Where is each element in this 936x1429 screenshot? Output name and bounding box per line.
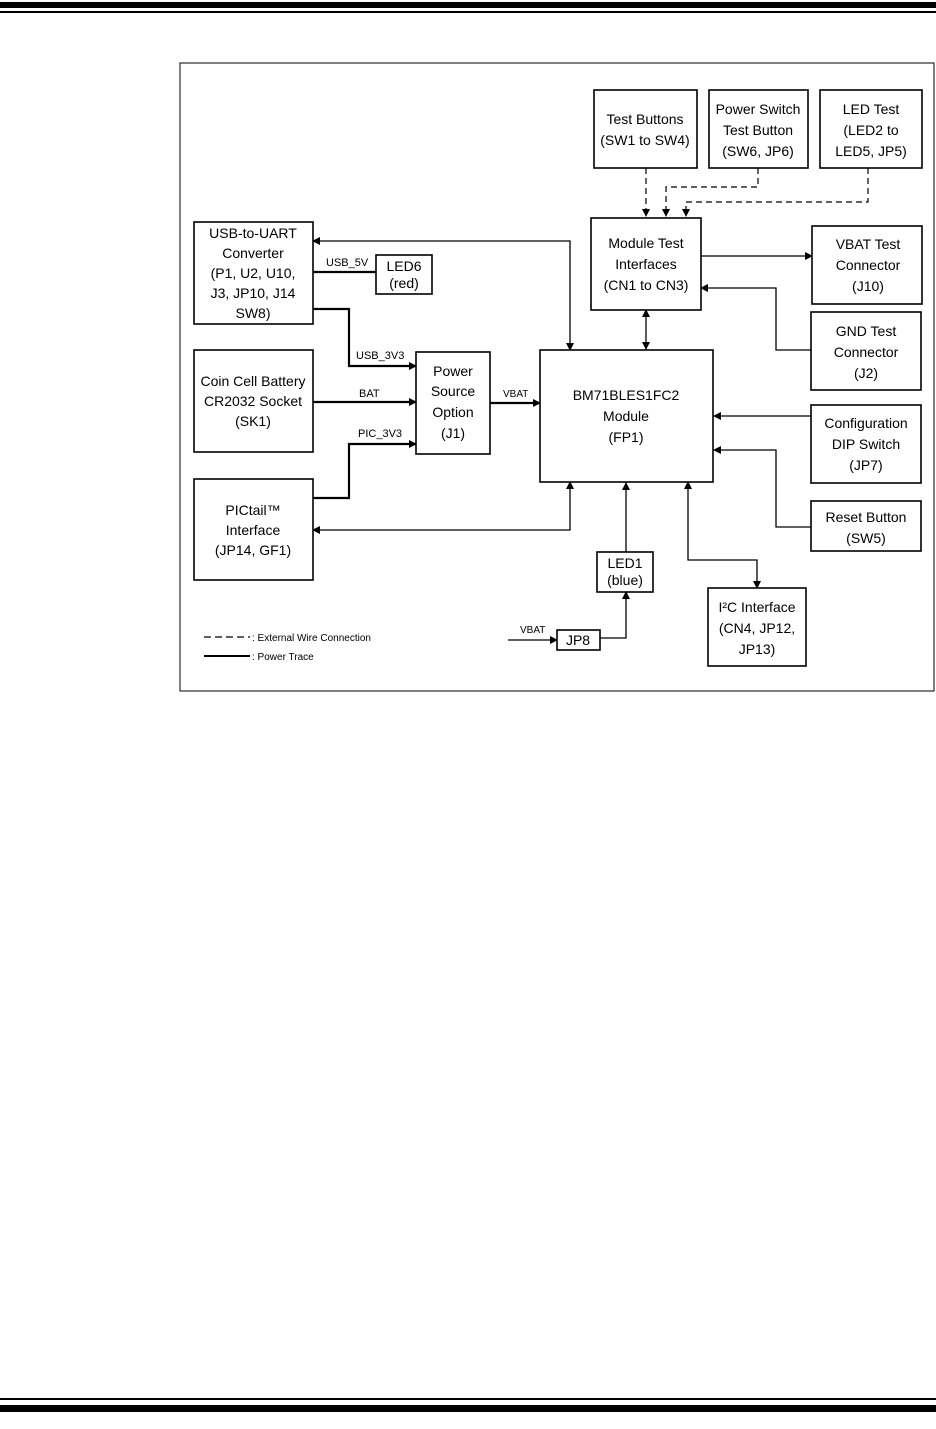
pictail-module-link bbox=[312, 481, 574, 534]
diagram-frame bbox=[179, 62, 935, 692]
legend-solid-label: : Power Trace bbox=[252, 652, 314, 663]
jp8-label: JP8 bbox=[566, 632, 590, 648]
usb-3v3-label: USB_3V3 bbox=[356, 350, 404, 362]
usb-uart-line-3: (P1, U2, U10, bbox=[211, 265, 296, 281]
coin-cell-line-3: (SK1) bbox=[235, 413, 271, 429]
coin-cell-block: Coin Cell Battery CR2032 Socket (SK1) bbox=[193, 349, 314, 453]
module-line-1: BM71BLES1FC2 bbox=[573, 387, 680, 403]
config-dip-line-3: (JP7) bbox=[849, 457, 882, 473]
module-i2c-link bbox=[684, 481, 761, 589]
pic-3v3-trace bbox=[313, 440, 417, 500]
power-switch-line-2: Test Button bbox=[723, 122, 793, 138]
module-line-3: (FP1) bbox=[609, 429, 644, 445]
usb-uart-line-1: USB-to-UART bbox=[209, 225, 297, 241]
usb-3v3-trace bbox=[313, 307, 417, 370]
led-test-line-3: LED5, JP5) bbox=[835, 143, 907, 159]
config-dip-line-2: DIP Switch bbox=[832, 436, 900, 452]
test-buttons-line-1: Test Buttons bbox=[606, 111, 683, 127]
power-switch-block: Power Switch Test Button (SW6, JP6) bbox=[708, 89, 809, 169]
vbat-test-block: VBAT Test Connector (J10) bbox=[811, 225, 923, 305]
reset-button-block: Reset Button (SW5) bbox=[810, 500, 922, 552]
i2c-line-2: (CN4, JP12, bbox=[719, 620, 795, 636]
led-test-line-1: LED Test bbox=[843, 101, 900, 117]
usb-uart-block: USB-to-UART Converter (P1, U2, U10, J3, … bbox=[193, 221, 314, 325]
gnd-test-line-1: GND Test bbox=[836, 323, 897, 339]
led1-block: LED1 (blue) bbox=[596, 551, 654, 593]
vbat-test-line-3: (J10) bbox=[852, 278, 884, 294]
footer-rule-thin bbox=[0, 1398, 936, 1400]
footer-rule-thick bbox=[0, 1405, 936, 1412]
connections bbox=[312, 168, 869, 644]
legend-dashed-label: : External Wire Connection bbox=[252, 633, 371, 644]
signal-labels: USB_5V USB_3V3 BAT PIC_3V3 VBAT VBAT bbox=[326, 257, 545, 636]
powerswitch-dashed-link bbox=[662, 168, 759, 217]
pic-3v3-label: PIC_3V3 bbox=[358, 428, 402, 440]
pictail-line-1: PICtail™ bbox=[225, 502, 280, 518]
usb-module-link bbox=[312, 237, 574, 351]
power-source-line-4: (J1) bbox=[441, 425, 465, 441]
gnd-test-line-3: (J2) bbox=[854, 365, 878, 381]
module-block: BM71BLES1FC2 Module (FP1) bbox=[539, 349, 714, 483]
power-switch-line-1: Power Switch bbox=[716, 101, 801, 117]
reset-module-link bbox=[713, 446, 811, 528]
bat-label: BAT bbox=[359, 388, 380, 400]
config-dip-line-1: Configuration bbox=[824, 415, 907, 431]
reset-button-line-1: Reset Button bbox=[826, 509, 907, 525]
i2c-block: I²C Interface (CN4, JP12, JP13) bbox=[707, 587, 807, 667]
power-source-line-2: Source bbox=[431, 383, 476, 399]
vbat-test-line-1: VBAT Test bbox=[836, 236, 901, 252]
usb-5v-label: USB_5V bbox=[326, 257, 369, 269]
vbat-test-line-2: Connector bbox=[836, 257, 901, 273]
ledtest-dashed-link bbox=[682, 168, 869, 217]
pictail-block: PICtail™ Interface (JP14, GF1) bbox=[193, 478, 314, 581]
i2c-line-1: I²C Interface bbox=[718, 599, 795, 615]
vbat-jp8-label: VBAT bbox=[520, 625, 545, 636]
module-line-2: Module bbox=[603, 408, 649, 424]
header-rule-thin bbox=[0, 11, 936, 13]
power-switch-line-3: (SW6, JP6) bbox=[722, 143, 794, 159]
power-source-block: Power Source Option (J1) bbox=[415, 351, 491, 455]
power-source-line-3: Option bbox=[432, 404, 473, 420]
power-source-line-1: Power bbox=[433, 363, 473, 379]
usb-uart-line-2: Converter bbox=[222, 245, 284, 261]
jp8-led1-link bbox=[600, 591, 630, 639]
module-test-line-3: (CN1 to CN3) bbox=[604, 277, 689, 293]
usb-uart-line-4: J3, JP10, J14 bbox=[211, 285, 296, 301]
led-test-line-2: (LED2 to bbox=[843, 122, 898, 138]
led1-line-2: (blue) bbox=[607, 572, 643, 588]
module-test-line-1: Module Test bbox=[608, 235, 683, 251]
legend: : External Wire Connection : Power Trace bbox=[204, 633, 371, 663]
header-rule-thick bbox=[0, 2, 936, 8]
test-buttons-line-2: (SW1 to SW4) bbox=[600, 132, 689, 148]
jp8-block: JP8 bbox=[556, 629, 601, 651]
usb-uart-line-5: SW8) bbox=[236, 305, 271, 321]
pictail-line-2: Interface bbox=[226, 522, 281, 538]
config-dip-block: Configuration DIP Switch (JP7) bbox=[810, 404, 922, 484]
module-test-block: Module Test Interfaces (CN1 to CN3) bbox=[590, 217, 702, 311]
led1-line-1: LED1 bbox=[607, 555, 642, 571]
reset-button-line-2: (SW5) bbox=[846, 530, 886, 546]
led6-block: LED6 (red) bbox=[375, 254, 433, 295]
pictail-line-3: (JP14, GF1) bbox=[215, 542, 291, 558]
gnd-test-line-2: Connector bbox=[834, 344, 899, 360]
led-test-block: LED Test (LED2 to LED5, JP5) bbox=[819, 89, 923, 169]
vbat-module-label: VBAT bbox=[503, 389, 528, 400]
coin-cell-line-1: Coin Cell Battery bbox=[200, 373, 305, 389]
led6-line-1: LED6 bbox=[386, 258, 421, 274]
gnd-test-block: GND Test Connector (J2) bbox=[810, 311, 922, 391]
gnd-moduletest-link bbox=[700, 284, 811, 351]
led6-line-2: (red) bbox=[389, 275, 419, 291]
coin-cell-line-2: CR2032 Socket bbox=[204, 393, 302, 409]
i2c-line-3: JP13) bbox=[739, 641, 776, 657]
test-buttons-block: Test Buttons (SW1 to SW4) bbox=[593, 89, 698, 169]
module-test-line-2: Interfaces bbox=[615, 256, 676, 272]
